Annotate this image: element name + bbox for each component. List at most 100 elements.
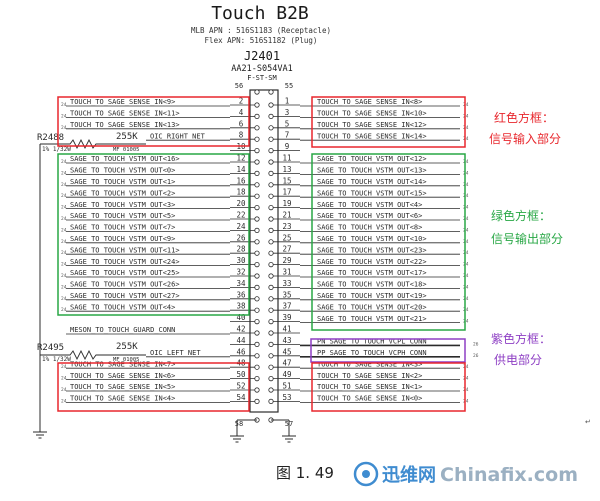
green-annotation-desc: 信号输出部分 xyxy=(491,231,563,246)
pin-number-right: 51 xyxy=(282,382,291,391)
net-label-right: TOUCH_TO_SAGE_SENSE_IN<12> xyxy=(317,121,427,129)
pin-number-right: 5 xyxy=(285,119,290,128)
page-ref-right: 24 xyxy=(463,113,469,119)
pin-circle-right xyxy=(268,375,274,382)
net-label-left: SAGE_TO_TOUCH_VSTM_OUT<3> xyxy=(70,201,175,209)
pin-number-right: 9 xyxy=(285,142,290,151)
ground-symbol-far-left xyxy=(33,144,47,439)
pin-circle-right xyxy=(268,102,274,108)
net-label-left: SAGE_TO_TOUCH_VSTM_OUT<26> xyxy=(70,281,180,289)
pin-circle-left xyxy=(254,341,260,347)
pin-number-right: 7 xyxy=(285,131,290,140)
net-label-right: SAGE_TO_TOUCH_VSTM_OUT<10> xyxy=(317,235,427,243)
r2495-package: MF 01005 xyxy=(113,357,140,363)
page-ref-left: 24 xyxy=(61,364,67,370)
net-label-left: TOUCH_TO_SAGE_SENSE_IN<5> xyxy=(70,383,175,391)
pin-number-right: 31 xyxy=(282,268,291,277)
net-label-right: SAGE_TO_TOUCH_VSTM_OUT<14> xyxy=(317,178,427,186)
pin-number-right: 17 xyxy=(282,188,291,197)
pin-circle-left xyxy=(254,113,260,120)
red-box-input-right-bottom xyxy=(311,362,466,412)
pin-number-right: 1 xyxy=(285,97,290,106)
pin-circle-left xyxy=(254,284,260,290)
pin-number-right: 23 xyxy=(282,222,291,231)
net-label-right: PN_SAGE_TO_TOUCH_VCPL_CONN xyxy=(317,338,427,346)
page-ref-right: 24 xyxy=(463,398,469,404)
net-label-right: SAGE_TO_TOUCH_VSTM_OUT<18> xyxy=(317,281,427,289)
net-label-left: SAGE_TO_TOUCH_VSTM_OUT<27> xyxy=(70,292,180,300)
pin-number-left: 22 xyxy=(236,211,245,220)
page-ref-left: 24 xyxy=(61,250,67,256)
pin-number-left: 38 xyxy=(236,302,246,311)
pin-number-left: 14 xyxy=(236,165,246,174)
page-ref-right: 24 xyxy=(463,239,469,245)
net-label-right: SAGE_TO_TOUCH_VSTM_OUT<6> xyxy=(317,212,422,220)
r2488-name: R2488 xyxy=(37,133,64,143)
page-ref-left: 24 xyxy=(61,239,67,245)
page-ref-left: 24 xyxy=(61,159,67,165)
r2488-tolerance: 1% 1/32W xyxy=(42,146,71,153)
page-ref-right: 24 xyxy=(463,193,469,199)
pin-55-label: 55 xyxy=(285,82,293,90)
pin-circle-right xyxy=(268,250,274,256)
pin-number-left: 46 xyxy=(236,347,246,356)
net-label-right: TOUCH_TO_SAGE_SENSE_IN<2> xyxy=(317,372,422,380)
figure-caption: 图 1. 49 xyxy=(276,464,334,482)
pin-circle-right xyxy=(268,136,274,142)
pin-number-right: 27 xyxy=(282,245,291,254)
net-label-right: SAGE_TO_TOUCH_VSTM_OUT<4> xyxy=(317,201,422,209)
pin-number-right: 39 xyxy=(282,313,291,322)
page-ref-right: 24 xyxy=(463,170,469,176)
net-label-right: SAGE_TO_TOUCH_VSTM_OUT<12> xyxy=(317,155,427,163)
page-ref-right: 26 xyxy=(473,341,479,347)
pin-number-left: 26 xyxy=(236,233,246,242)
pin-number-right: 11 xyxy=(282,154,291,163)
pin-circle-right xyxy=(268,341,274,347)
page-ref-right: 26 xyxy=(473,353,479,359)
pin-circle-right xyxy=(268,125,274,131)
net-label-left: SAGE_TO_TOUCH_VSTM_OUT<1> xyxy=(70,178,175,186)
net-label-right: TOUCH_TO_SAGE_SENSE_IN<1> xyxy=(317,383,422,391)
pin-circle-right xyxy=(268,398,274,404)
r2488-value: 255K xyxy=(116,132,138,142)
pin-circle-left xyxy=(254,318,260,325)
ground-symbol-right xyxy=(271,419,296,443)
pin-56-circle xyxy=(254,89,260,95)
green-box-output-left xyxy=(57,153,250,316)
pin-circle-right xyxy=(268,159,274,165)
watermark-logo-dot-icon xyxy=(362,470,370,478)
flex-apn-text: Flex APN: 516S1182 (Plug) xyxy=(205,36,318,45)
pin-circle-right xyxy=(268,364,274,370)
pin-circle-left xyxy=(254,170,260,176)
net-label-right: TOUCH_TO_SAGE_SENSE_IN<10> xyxy=(317,110,427,118)
connector-body xyxy=(249,89,279,413)
pin-number-left: 54 xyxy=(236,393,246,402)
connector-part-number: AA21-S054VA1 xyxy=(231,64,292,74)
page-ref-right: 24 xyxy=(463,319,469,325)
net-label-right: TOUCH_TO_SAGE_SENSE_IN<8> xyxy=(317,98,422,106)
net-label-left: TOUCH_TO_SAGE_SENSE_IN<4> xyxy=(70,395,175,403)
pin-55-circle xyxy=(268,89,274,95)
r2495-value: 255K xyxy=(116,342,138,352)
page-ref-left: 24 xyxy=(61,376,67,382)
net-label-left: TOUCH_TO_SAGE_SENSE_IN<9> xyxy=(70,98,175,106)
net-label-left: SAGE_TO_TOUCH_VSTM_OUT<2> xyxy=(70,189,175,197)
pin-number-left: 34 xyxy=(236,279,246,288)
page-ref-left: 24 xyxy=(61,296,67,302)
net-label-right: SAGE_TO_TOUCH_VSTM_OUT<23> xyxy=(317,246,427,254)
page-ref-left: 24 xyxy=(61,113,67,119)
r2488-package: MF 01005 xyxy=(113,147,140,153)
watermark-en: Chinafix.com xyxy=(440,464,578,486)
pin-number-right: 53 xyxy=(282,393,291,402)
pin-circle-left xyxy=(254,239,260,245)
pin-number-right: 21 xyxy=(282,211,291,220)
net-label-right: SAGE_TO_TOUCH_VSTM_OUT<17> xyxy=(317,269,427,277)
connector-refdes: J2401 xyxy=(244,49,280,63)
net-label-left: SAGE_TO_TOUCH_VSTM_OUT<0> xyxy=(70,167,175,175)
pin-number-left: 20 xyxy=(236,199,246,208)
pin-58-label: 58 xyxy=(235,420,243,428)
page-ref-right: 24 xyxy=(463,307,469,313)
pin-number-left: 24 xyxy=(236,222,246,231)
net-label-left: TOUCH_TO_SAGE_SENSE_IN<6> xyxy=(70,372,175,380)
